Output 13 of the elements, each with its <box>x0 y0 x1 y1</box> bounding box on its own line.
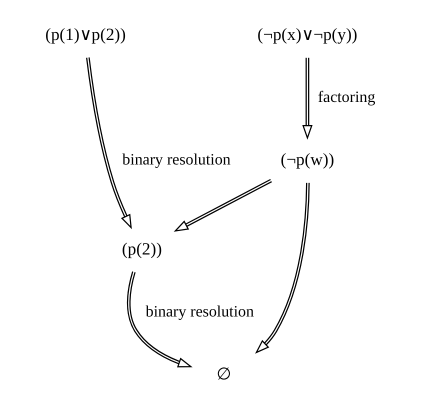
edge-label: binary resolution <box>145 303 254 320</box>
arrow <box>86 57 132 230</box>
node-text: (¬p(w)) <box>280 150 334 169</box>
arrow <box>126 271 192 368</box>
arrow <box>173 178 272 232</box>
node-text: ∅ <box>216 364 232 384</box>
node-text: (p(2)) <box>121 239 162 258</box>
edge-label: binary resolution <box>122 151 230 168</box>
node-text: (¬p(x)∨¬p(y)) <box>256 24 357 44</box>
node-text: (p(1)∨p(2)) <box>44 24 126 44</box>
edge-label: factoring <box>317 88 375 106</box>
arrow <box>254 182 310 354</box>
arrow <box>302 58 312 140</box>
